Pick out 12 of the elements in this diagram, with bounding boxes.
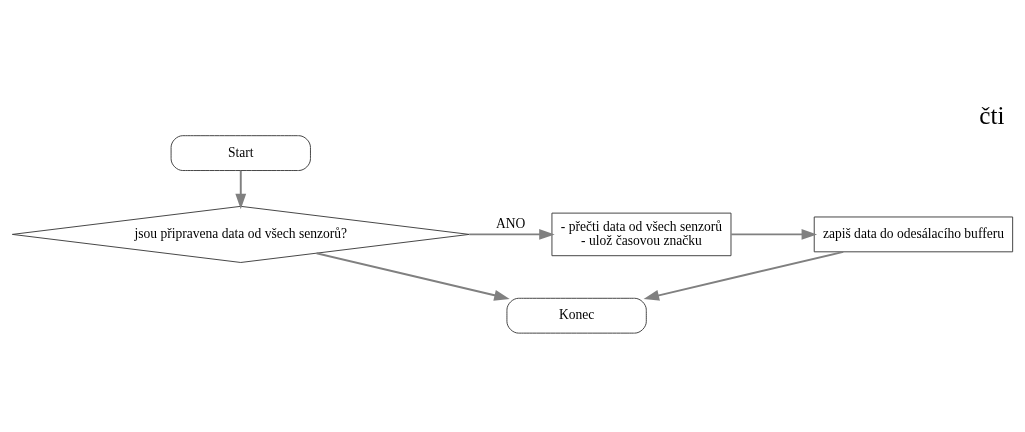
arrow	[235, 169, 247, 209]
edge-label: ANO	[495, 215, 526, 231]
node-diamond: jsou připravena data od všech senzorů?	[11, 205, 470, 263]
node-box: - přečti data od všech senzorů - ulož časovou značku	[551, 212, 732, 256]
arrow	[468, 228, 555, 240]
node-box: Konec	[506, 297, 647, 334]
node-box: zapiš data do odesálacího bufferu	[813, 216, 1014, 252]
arrow	[315, 251, 510, 301]
arrow	[730, 228, 818, 240]
arrow	[643, 250, 845, 301]
diagram-title: čti	[979, 101, 1005, 129]
node-box: Start	[170, 134, 311, 171]
